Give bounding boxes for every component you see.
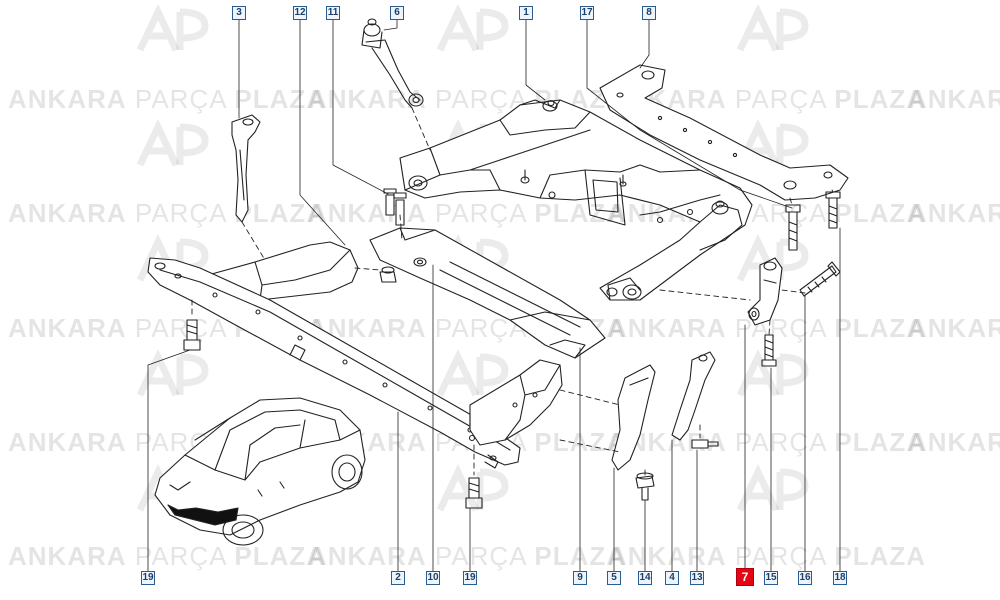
callout-part-6[interactable]: 6 [390,6,404,20]
ap-logo-mark [736,348,809,397]
part-3-bracket [231,114,261,223]
ap-logo-mark [436,3,509,52]
part-1-subframe [399,99,753,301]
callout-part-17[interactable]: 17 [580,6,594,20]
callout-part-1[interactable]: 1 [519,6,533,20]
part-13-bolt [691,439,719,449]
part-9-plate [369,227,606,359]
ap-logo-mark [136,3,209,52]
callout-part-14[interactable]: 14 [638,571,652,585]
callout-part-19-center[interactable]: 19 [463,571,477,585]
part-19-bolt-center [465,477,483,509]
ap-logo-mark [136,118,209,167]
ap-logo-mark [436,348,509,397]
part-7-mount [747,257,783,326]
callout-part-18[interactable]: 18 [833,571,847,585]
callout-part-10[interactable]: 10 [426,571,440,585]
callout-part-7-selected[interactable]: 7 [736,568,754,586]
part-6-link-rod [361,18,424,109]
part-5-bracket [611,364,656,471]
part-15-bolt [761,334,777,367]
part-2-cross-rail [147,257,521,469]
callout-part-11[interactable]: 11 [326,6,340,20]
ap-logo-mark [736,3,809,52]
ap-logo-mark [136,348,209,397]
part-14-bolt [635,472,655,501]
callout-part-9[interactable]: 9 [573,571,587,585]
callout-part-4[interactable]: 4 [665,571,679,585]
callout-part-15[interactable]: 15 [764,571,778,585]
assembly-dashed-lines [191,107,834,476]
callout-part-19-left[interactable]: 19 [141,571,155,585]
callout-part-8[interactable]: 8 [642,6,656,20]
part-17-bolt [785,204,801,251]
callout-part-16[interactable]: 16 [798,571,812,585]
part-10-bracket [468,359,563,446]
part-8-crossmember [599,64,849,201]
leader-lines [147,17,841,579]
callout-part-5[interactable]: 5 [607,571,621,585]
part-16-bolt [799,261,841,297]
callout-part-13[interactable]: 13 [690,571,704,585]
ap-logo-mark [736,463,809,512]
part-19-bolt-left [183,319,201,351]
part-11-bolt [383,188,407,226]
callout-part-2[interactable]: 2 [391,571,405,585]
part-12-nut [379,266,397,283]
callout-part-3[interactable]: 3 [232,6,246,20]
part-4-bracket [671,351,716,441]
part-18-bolt [825,191,841,229]
callout-part-12[interactable]: 12 [293,6,307,20]
car-silhouette [154,397,366,546]
